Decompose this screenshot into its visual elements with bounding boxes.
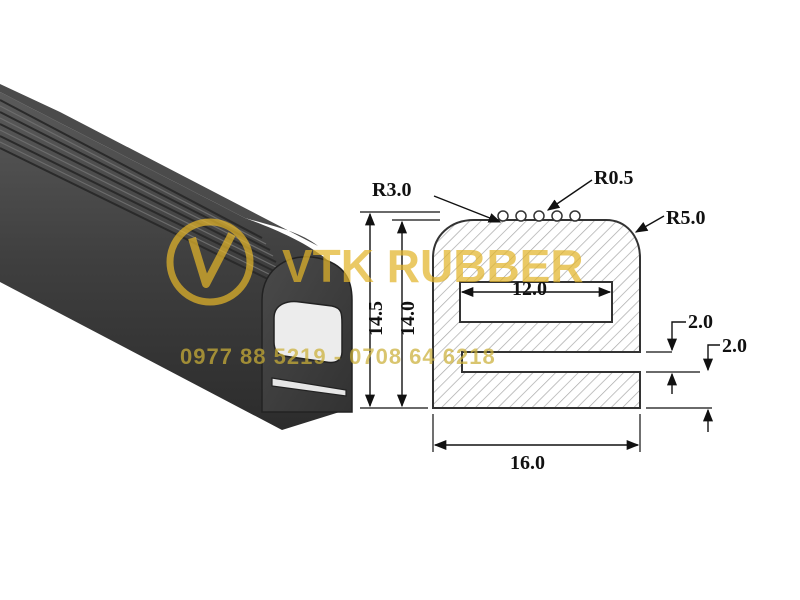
label-total-width: 16.0 [510,452,545,474]
label-inner-height: 14.0 [397,301,419,336]
watermark-phones: 0977 88 5219 - 0708 64 6218 [180,344,496,369]
label-outer-height: 14.5 [365,301,387,336]
profile-ribs [0,99,283,287]
cross-section: R3.0 R0.5 R5.0 14.5 14.0 12.0 16.0 2.0 2… [360,167,747,474]
label-inner-width: 12.0 [512,278,547,300]
watermark-logo-icon [166,218,254,306]
label-wall-top: 2.0 [688,311,713,333]
leader-r-corner [634,215,665,233]
profile-ribbed-top [0,84,318,246]
label-r-corner: R5.0 [666,207,705,229]
section-outline [432,219,641,409]
profile-cavity [273,300,343,364]
watermark: VTK RUBBER 0977 88 5219 - 0708 64 6218 [166,218,584,369]
leader-r-large [433,195,502,223]
profile-slot [271,377,347,397]
label-r-small: R0.5 [594,167,633,189]
watermark-brand: VTK RUBBER [282,240,584,292]
leader-r-small [546,179,593,211]
label-r-large: R3.0 [372,179,411,201]
label-wall-bottom: 2.0 [722,335,747,357]
